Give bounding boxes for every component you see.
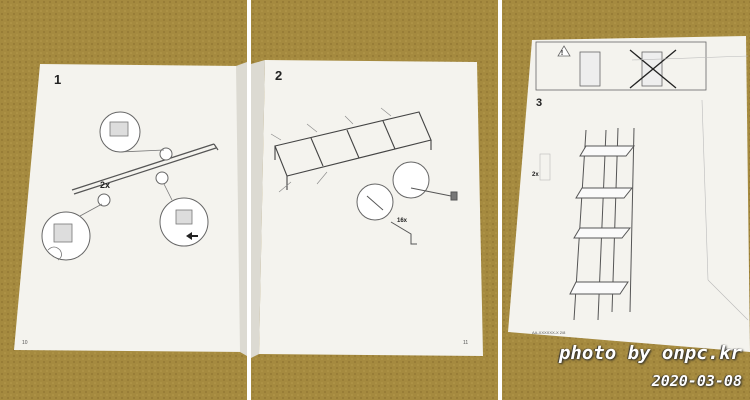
- step-number: 1: [54, 72, 61, 87]
- ladder-frame-drawing: [274, 111, 432, 190]
- detail-circle-bolt: [356, 183, 394, 221]
- manual-page-left: [14, 64, 246, 352]
- photo-panel-step-1: 1 2x 10: [0, 0, 247, 400]
- quantity-label: 2x: [100, 180, 110, 190]
- shelf-unit-drawing: [569, 127, 636, 321]
- page-number: 10: [22, 340, 28, 346]
- warning-icon: !: [561, 50, 563, 57]
- footer-text: AA-XXXXXX-X 2/8: [532, 330, 566, 335]
- watermark-date: 2020-03-08: [651, 372, 742, 390]
- manual-page-third: [508, 36, 750, 352]
- step-3-photo: ! 3 2x AA-XXXXXX-X 2/8: [502, 0, 750, 400]
- quantity-label: 16x: [397, 218, 408, 224]
- warning-box: [535, 41, 707, 91]
- watermark-credit: photo by onpc.kr: [558, 342, 742, 364]
- photo-panel-step-2: 2 16x 11: [251, 0, 498, 400]
- step-number: 3: [536, 97, 542, 109]
- step-2-photo: 2 16x 11: [251, 0, 498, 400]
- frame-rod-drawing: [71, 143, 219, 195]
- step-number: 2: [275, 68, 282, 83]
- arrow-icon: [186, 232, 198, 240]
- detail-circle-joint: [392, 161, 430, 199]
- quantity-label: 2x: [532, 172, 539, 178]
- panel-divider: [247, 0, 251, 400]
- page-number: 11: [463, 340, 468, 346]
- photo-panel-step-3: ! 3 2x AA-XXXXXX-X 2/8: [502, 0, 750, 400]
- panel-divider: [498, 0, 502, 400]
- step-1-photo: 1 2x 10: [0, 0, 247, 400]
